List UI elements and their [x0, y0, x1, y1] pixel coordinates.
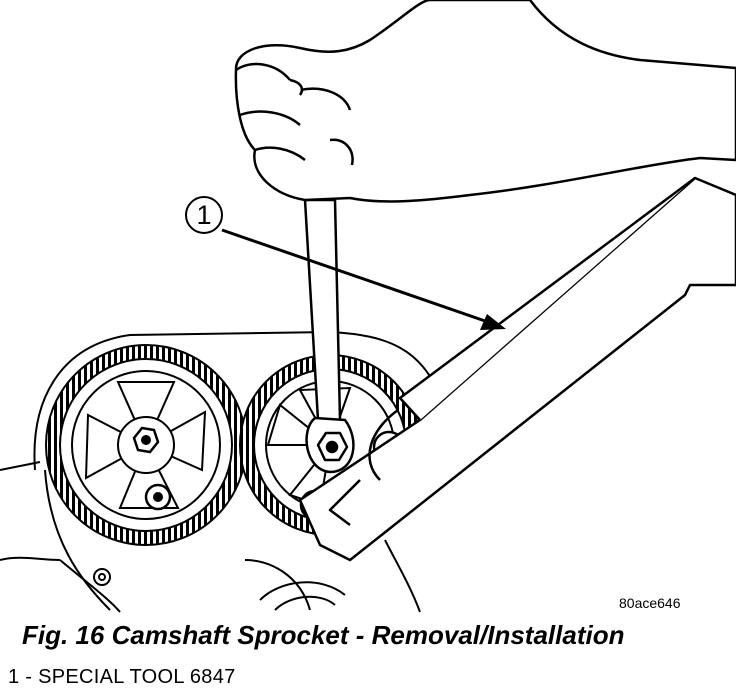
legend-item: 1 - SPECIAL TOOL 6847: [8, 666, 236, 689]
left-camshaft-sprocket: [45, 344, 247, 546]
hand-illustration: [234, 0, 736, 203]
image-code: 80ace646: [619, 595, 681, 611]
figure-caption: Fig. 16 Camshaft Sprocket - Removal/Inst…: [22, 620, 625, 650]
legend-text: SPECIAL TOOL 6847: [38, 666, 236, 688]
legend-separator: -: [19, 666, 39, 688]
engine-cover-outline: [0, 330, 441, 613]
special-tool-illustration: [298, 176, 736, 562]
camshaft-sprocket-illustration: [0, 0, 736, 613]
legend-number: 1: [8, 666, 20, 688]
callout-leader-arrow: [221, 228, 506, 330]
callout-number-1: 1: [185, 196, 223, 234]
wrench-illustration: [303, 198, 355, 474]
